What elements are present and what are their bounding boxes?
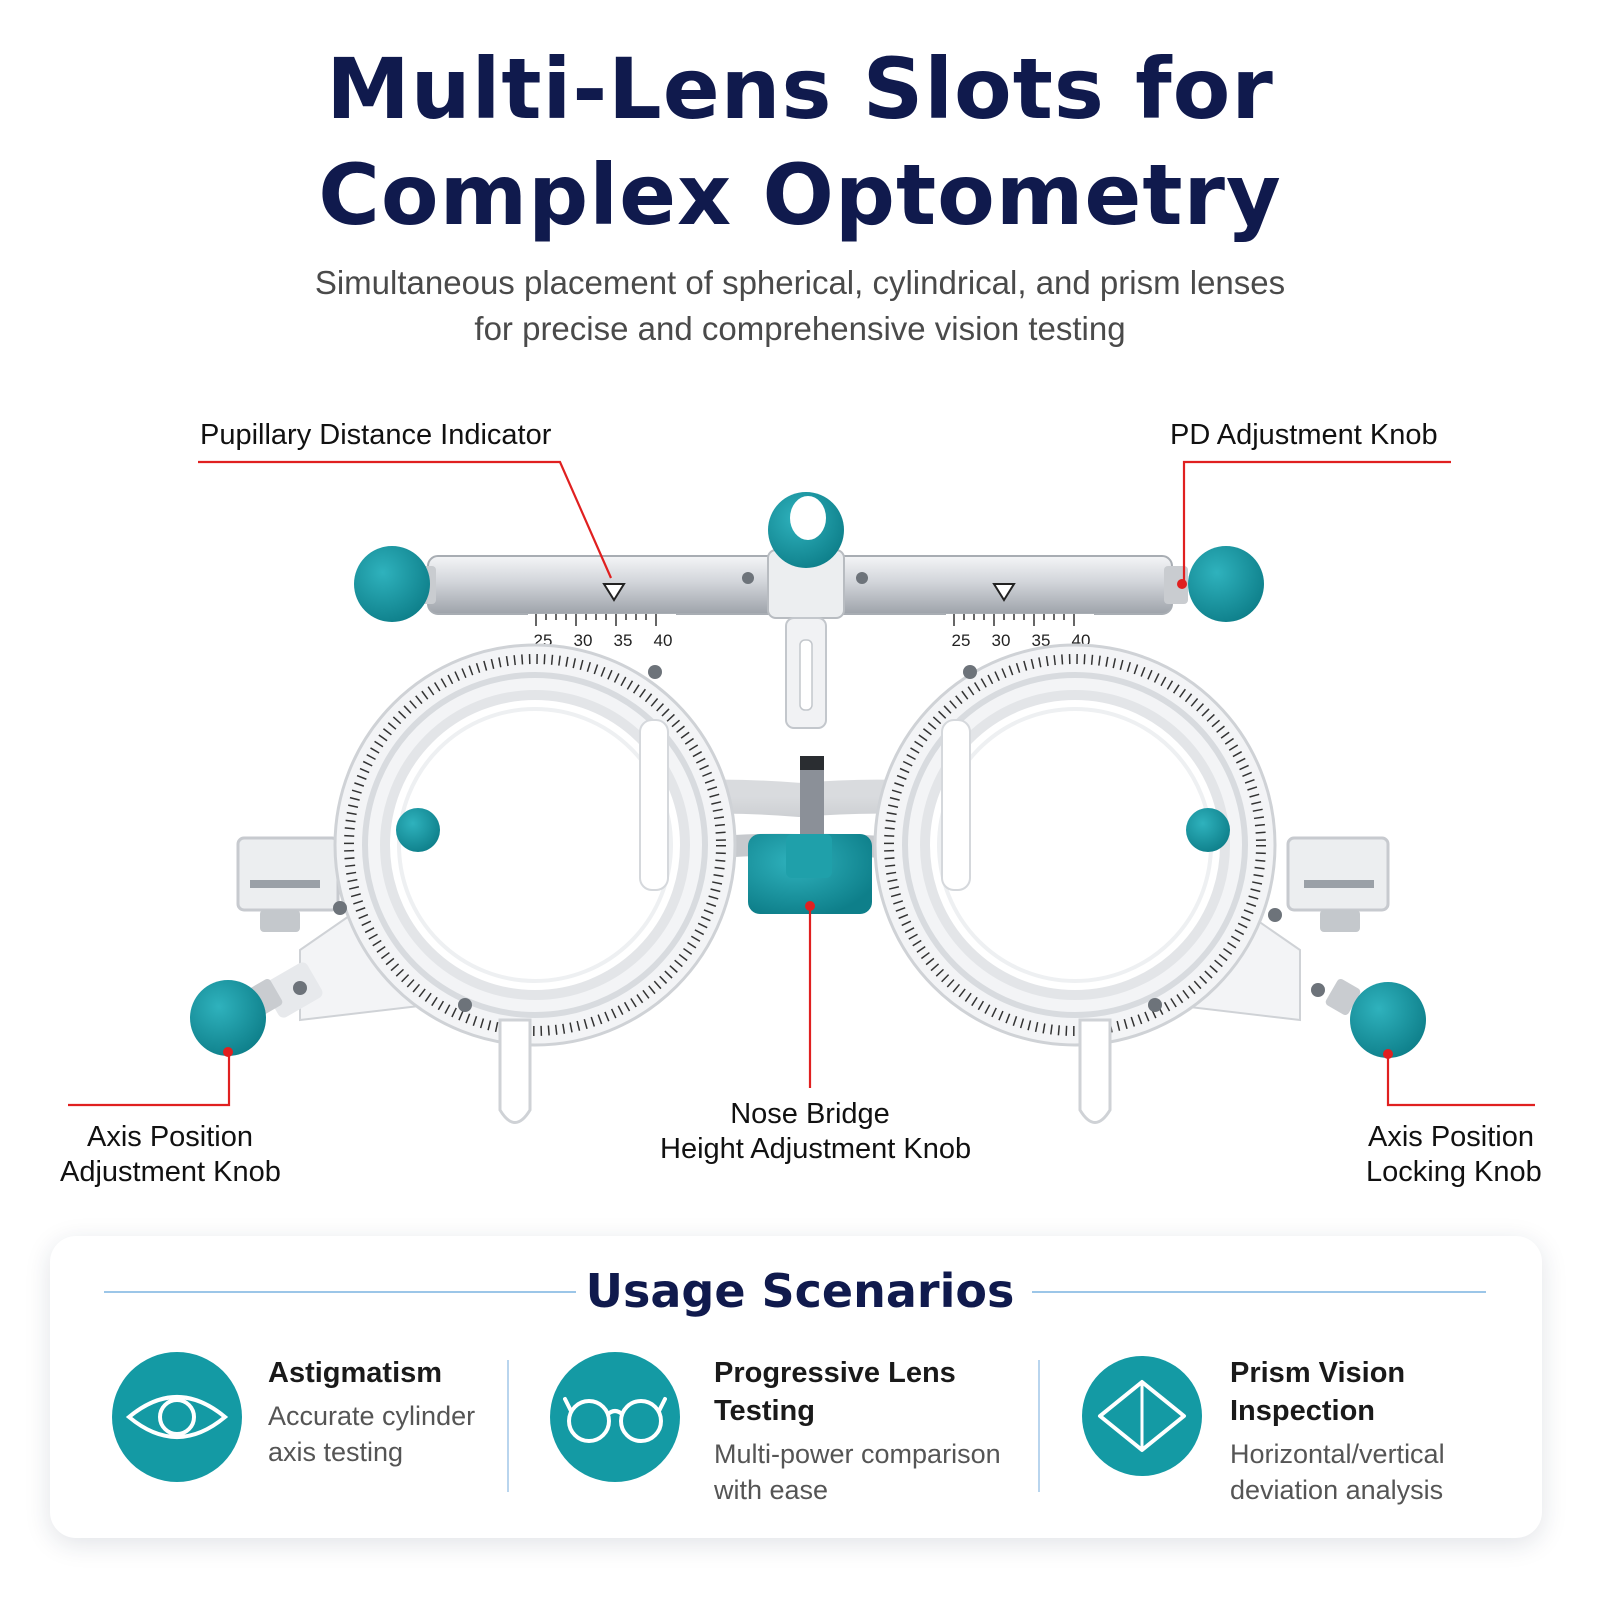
usage-title-rule-right — [1032, 1291, 1486, 1293]
pd-scale-right-tick: 35 — [1032, 631, 1051, 650]
scenario-progressive-lens: Progressive Lens Testing Multi-power com… — [550, 1348, 1020, 1508]
scenario-astigmatism: Astigmatism Accurate cylinder axis testi… — [112, 1348, 502, 1508]
page-subtitle-line-2: for precise and comprehensive vision tes… — [474, 310, 1126, 347]
eye-icon — [112, 1352, 242, 1482]
callout-axis-adjust-line-1: Axis Position — [86, 1121, 253, 1153]
pd-scale-left-tick: 40 — [654, 631, 673, 650]
pd-scale-right-tick: 25 — [952, 631, 971, 650]
scenario-title: Astigmatism — [268, 1357, 443, 1389]
scenario-description: Accurate cylinder axis testing — [268, 1401, 476, 1467]
nose-bridge-knob — [748, 834, 872, 914]
glasses-icon — [550, 1352, 680, 1482]
page-title-line-1: Multi-Lens Slots for — [326, 40, 1274, 138]
callout-pd-indicator: Pupillary Distance Indicator — [200, 419, 552, 451]
side-clamp-right — [1286, 836, 1390, 932]
side-clamp-left — [236, 836, 340, 932]
callout-axis-locking-knob: Axis Position Locking Knob — [1366, 1120, 1542, 1190]
callout-pd-knob: PD Adjustment Knob — [1170, 419, 1438, 451]
callout-line-pd-indicator — [198, 460, 613, 579]
callout-axis-lock-line-2: Locking Knob — [1366, 1156, 1542, 1188]
usage-scenarios-title: Usage Scenarios — [585, 1264, 1015, 1318]
lens-ring-left — [263, 643, 737, 1124]
pd-scale-left-tick: 30 — [574, 631, 593, 650]
rear-knob-left — [396, 808, 440, 852]
callout-axis-lock-line-1: Axis Position — [1367, 1121, 1534, 1153]
scenario-title: Progressive Lens Testing — [714, 1357, 956, 1427]
scenario-text: Progressive Lens Testing Multi-power com… — [714, 1354, 1024, 1508]
pd-scale-left-tick: 35 — [614, 631, 633, 650]
pd-indicator-left: 25 30 35 40 — [528, 583, 676, 652]
pd-knob-right — [1164, 546, 1264, 622]
callout-axis-adjustment-knob: Axis Position Adjustment Knob — [60, 1120, 281, 1190]
axis-locking-knob — [1325, 978, 1426, 1059]
top-center-knob — [768, 492, 844, 568]
page-title: Multi-Lens Slots for Complex Optometry — [0, 36, 1600, 248]
page-title-line-2: Complex Optometry — [318, 146, 1282, 244]
scenario-text: Prism Vision Inspection Horizontal/verti… — [1230, 1354, 1502, 1508]
scenario-divider — [507, 1360, 509, 1492]
usage-scenarios-card — [50, 1236, 1542, 1538]
scenario-description: Horizontal/vertical deviation analysis — [1230, 1439, 1445, 1505]
scenario-title: Prism Vision Inspection — [1230, 1357, 1406, 1427]
lens-ring-right — [873, 643, 1325, 1124]
callout-nose-line-2: Height Adjustment Knob — [660, 1133, 972, 1165]
callout-line-axis-lock — [1386, 1054, 1535, 1107]
pd-scale-right-tick: 30 — [992, 631, 1011, 650]
callout-line-pd-knob — [1182, 460, 1451, 584]
page-subtitle-line-1: Simultaneous placement of spherical, cyl… — [314, 264, 1286, 301]
scenario-prism-vision: Prism Vision Inspection Horizontal/verti… — [1082, 1348, 1502, 1508]
nose-bridge-assembly — [785, 617, 827, 866]
prism-icon — [1082, 1356, 1202, 1476]
rear-knob-right — [1186, 808, 1230, 852]
callout-nose-bridge-knob: Nose Bridge Height Adjustment Knob — [660, 1097, 972, 1167]
scenario-divider — [1038, 1360, 1040, 1492]
scenario-text: Astigmatism Accurate cylinder axis testi… — [268, 1354, 578, 1470]
callout-lines — [68, 460, 1535, 1107]
callout-line-axis-adjust — [68, 1052, 231, 1107]
usage-title-rule-left — [104, 1291, 576, 1293]
callout-nose-line-1: Nose Bridge — [730, 1098, 890, 1130]
scenario-description: Multi-power comparison with ease — [714, 1439, 1001, 1505]
pd-knob-left — [354, 546, 436, 622]
callout-axis-adjust-line-2: Adjustment Knob — [60, 1156, 281, 1188]
axis-adjustment-knob — [190, 978, 283, 1057]
page-subtitle: Simultaneous placement of spherical, cyl… — [0, 260, 1600, 352]
